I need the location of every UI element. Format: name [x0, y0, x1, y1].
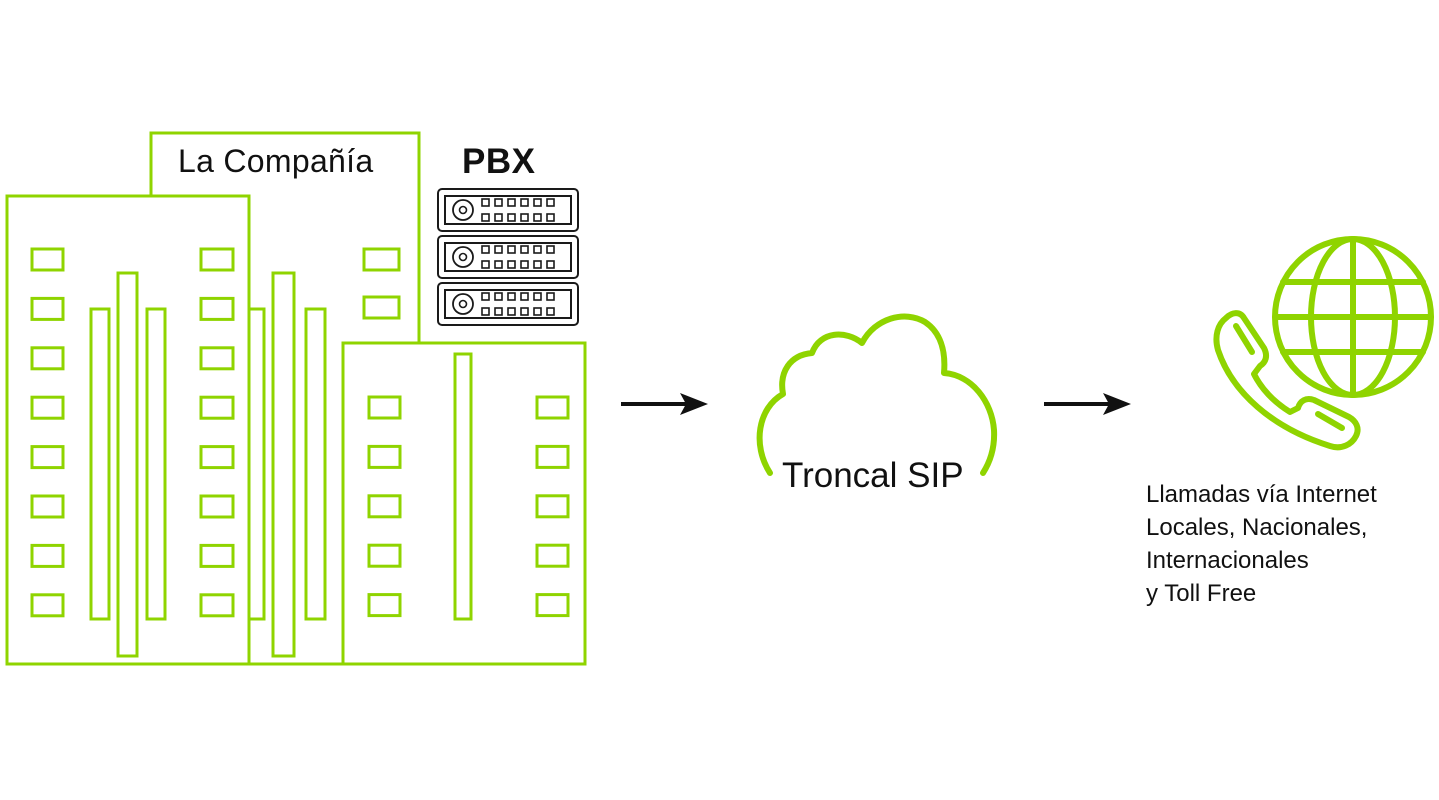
port — [507, 245, 516, 254]
port — [507, 198, 516, 207]
destination-line: Internacionales — [1146, 547, 1309, 574]
port — [546, 213, 555, 222]
port — [520, 213, 529, 222]
port — [494, 213, 503, 222]
rack-unit — [437, 235, 579, 279]
sip-trunk-label: Troncal SIP — [779, 456, 967, 496]
port — [494, 198, 503, 207]
port — [494, 260, 503, 269]
window — [367, 543, 402, 568]
port — [533, 260, 542, 269]
window — [199, 445, 235, 470]
building-left — [5, 194, 251, 666]
pbx-label: PBX — [462, 142, 536, 181]
port — [520, 292, 529, 301]
window — [535, 593, 570, 618]
window — [30, 346, 65, 371]
server-rack-icon — [437, 188, 579, 326]
port — [533, 198, 542, 207]
window — [199, 593, 235, 618]
office-buildings-icon — [5, 131, 587, 666]
port — [546, 292, 555, 301]
rack-unit — [437, 282, 579, 326]
port — [507, 307, 516, 316]
port — [481, 260, 490, 269]
port — [546, 245, 555, 254]
window — [30, 395, 65, 420]
disk-icon — [452, 293, 474, 315]
port — [520, 260, 529, 269]
disk-icon — [452, 199, 474, 221]
port — [520, 307, 529, 316]
port — [494, 292, 503, 301]
rack-unit — [437, 188, 579, 232]
port — [481, 245, 490, 254]
port — [533, 245, 542, 254]
window — [367, 494, 402, 519]
window — [367, 395, 402, 420]
phone-globe-icon — [1213, 236, 1434, 451]
window — [30, 296, 65, 321]
arrow-right-icon — [621, 393, 708, 415]
destination-line: Locales, Nacionales, — [1146, 514, 1368, 541]
port — [520, 245, 529, 254]
port — [507, 213, 516, 222]
company-label: La Compañía — [178, 143, 374, 179]
window — [535, 543, 570, 568]
port — [507, 292, 516, 301]
window — [30, 247, 65, 272]
port — [546, 260, 555, 269]
window — [199, 494, 235, 519]
destination-line: Llamadas vía Internet — [1146, 481, 1377, 508]
window — [535, 494, 570, 519]
port — [481, 292, 490, 301]
window — [367, 444, 402, 469]
window — [199, 296, 235, 321]
port — [546, 198, 555, 207]
destination-line: y Toll Free — [1146, 580, 1257, 607]
building-right — [341, 341, 587, 666]
port — [481, 213, 490, 222]
window — [535, 444, 570, 469]
port — [533, 213, 542, 222]
arrow-right-icon — [1044, 393, 1131, 415]
port — [546, 307, 555, 316]
cloud-icon — [756, 313, 998, 476]
port — [481, 198, 490, 207]
window — [367, 593, 402, 618]
port — [520, 198, 529, 207]
port — [494, 245, 503, 254]
port — [494, 307, 503, 316]
port — [533, 307, 542, 316]
destination-label: Llamadas vía Internet Locales, Nacionale… — [1146, 478, 1436, 610]
port — [533, 292, 542, 301]
globe-icon — [1272, 236, 1434, 398]
port — [507, 260, 516, 269]
window — [199, 346, 235, 371]
window — [30, 593, 65, 618]
window — [30, 445, 65, 470]
phone-handset-icon — [1213, 310, 1361, 451]
window — [199, 247, 235, 272]
window — [30, 494, 65, 519]
window — [30, 543, 65, 568]
window — [535, 395, 570, 420]
port — [481, 307, 490, 316]
window — [199, 543, 235, 568]
window — [199, 395, 235, 420]
disk-icon — [452, 246, 474, 268]
